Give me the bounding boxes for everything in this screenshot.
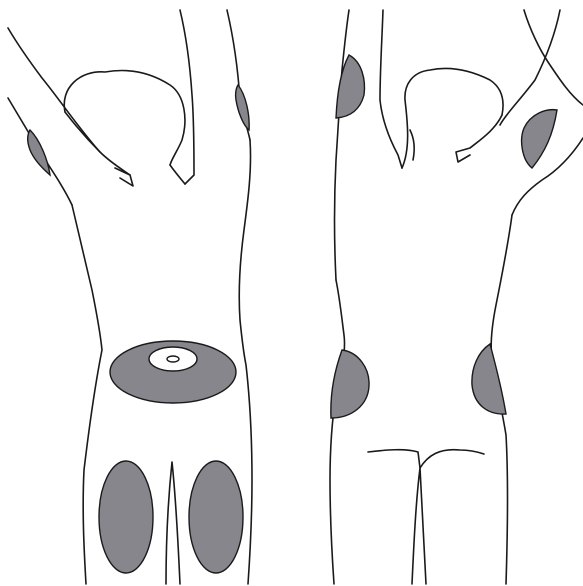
front-right-upper-arm-site — [236, 85, 250, 130]
front-left-upper-arm-site — [28, 130, 50, 175]
back-injection-sites — [331, 55, 557, 418]
back-right-buttock-site — [472, 344, 506, 414]
front-injection-sites — [28, 85, 249, 573]
back-right-upper-arm-site — [522, 110, 557, 168]
back-left-upper-arm-site — [336, 55, 364, 118]
back-view — [330, 10, 583, 584]
front-view — [8, 10, 252, 584]
front-left-thigh-site — [99, 461, 153, 573]
front-right-thigh-site — [189, 461, 243, 573]
back-left-buttock-site — [331, 350, 369, 418]
front-navel — [167, 356, 179, 362]
back-body-outline — [330, 10, 583, 584]
